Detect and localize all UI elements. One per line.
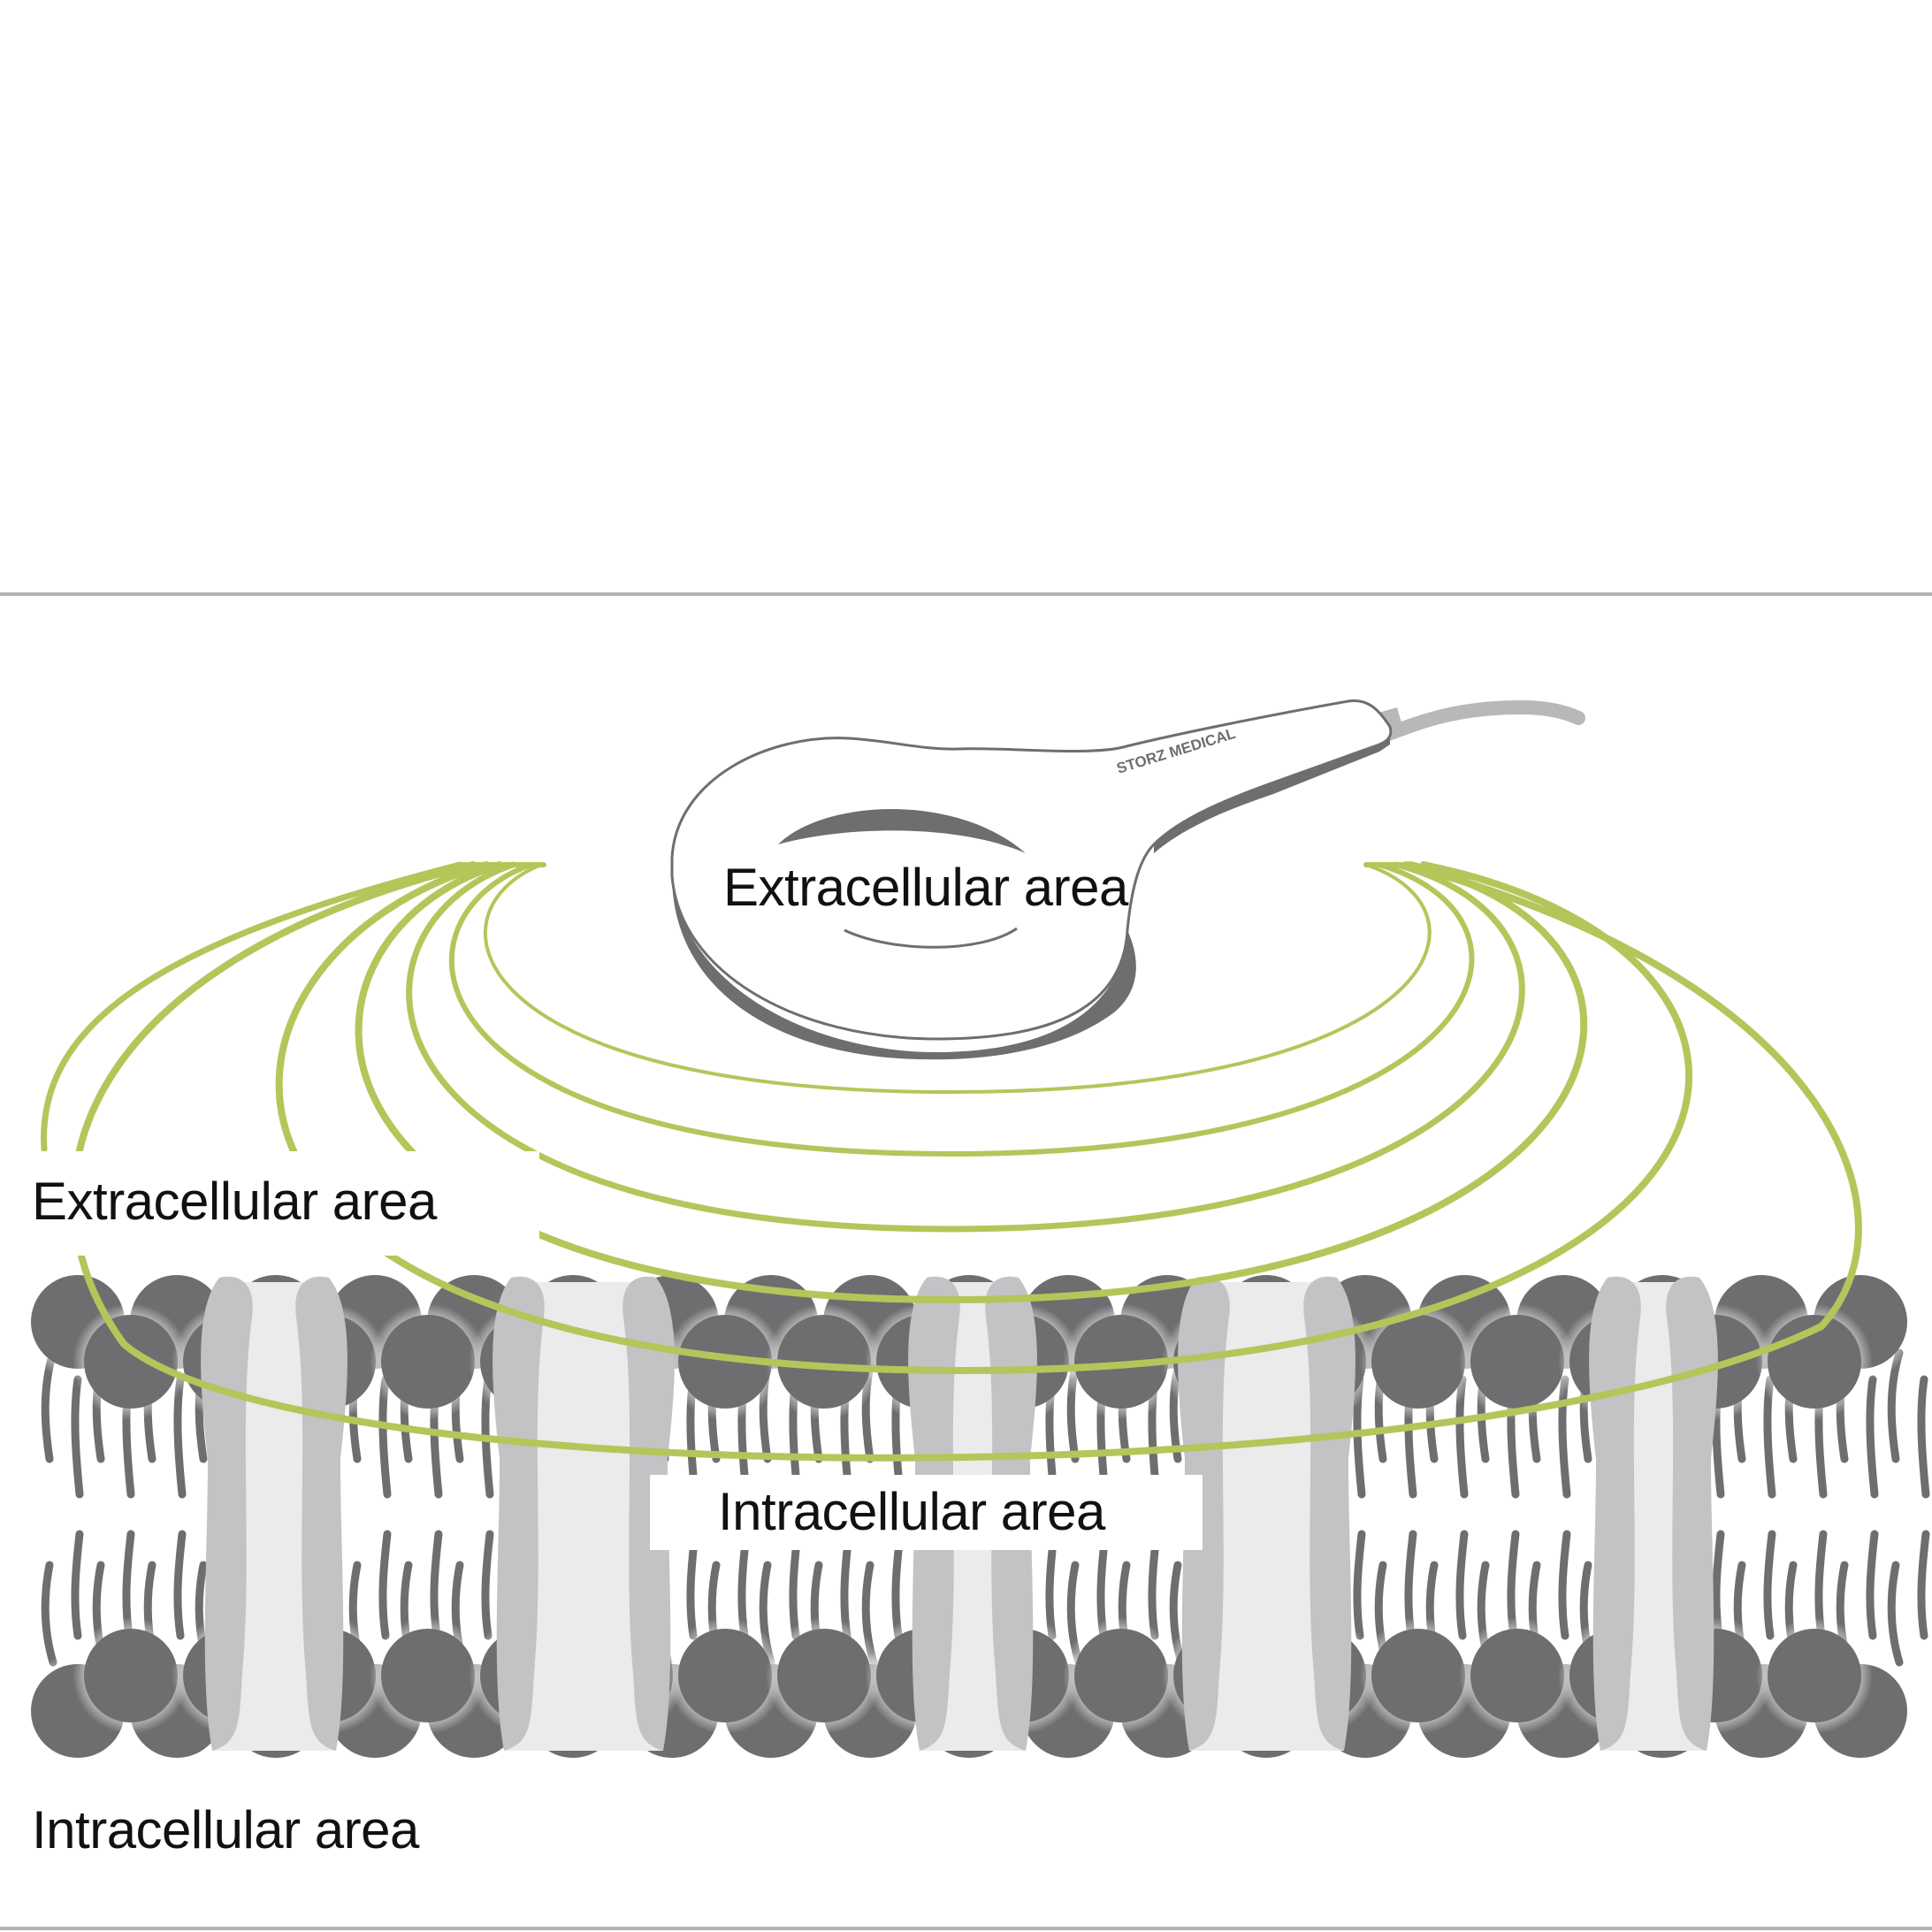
channel-wall-right: [1303, 1276, 1355, 1751]
lipid-tail: [1917, 1530, 1930, 1640]
label-knockout-center: [650, 1475, 1203, 1550]
wave-arc-2: [448, 862, 1475, 1157]
lipid-tail: [1455, 1530, 1469, 1640]
lipid-head: [1768, 1629, 1861, 1722]
lipid-tail: [1866, 1375, 1879, 1499]
channel-wall-left: [493, 1276, 545, 1751]
lipid-tail: [1558, 1530, 1571, 1640]
bottom-divider: [0, 1927, 1932, 1930]
channel-wall-right: [622, 1276, 675, 1751]
device-body: [670, 699, 1393, 1041]
device-coil-top: [778, 809, 1026, 853]
channel-wall-left: [1178, 1276, 1230, 1751]
device-cable: [1381, 699, 1585, 741]
lipid-head: [84, 1315, 178, 1409]
lipid-head: [1470, 1629, 1564, 1722]
lipid-head: [1371, 1315, 1465, 1409]
lipid-head: [84, 1629, 178, 1722]
lipid-head: [1074, 1629, 1168, 1722]
lipid-head: [777, 1315, 871, 1409]
channel-core: [1189, 1282, 1344, 1751]
lipid-tail: [378, 1530, 392, 1640]
lipid-tail: [1353, 1530, 1366, 1640]
device-extracellular-label: Extracellular area: [723, 858, 1128, 917]
device-coil-bottom: [844, 927, 1018, 949]
intracellular-label: Intracellular area: [32, 1800, 419, 1859]
lipid-tail: [173, 1375, 187, 1499]
channel-core: [504, 1282, 663, 1751]
lipid-head: [1470, 1315, 1564, 1409]
lipid-tail: [481, 1530, 494, 1640]
center-intracellular-label: Intracellular area: [718, 1482, 1105, 1541]
lipid-tail: [1887, 1561, 1904, 1667]
wave-arc-6: [70, 861, 1862, 1462]
wave-arc-7: [41, 861, 463, 1153]
lipid-head: [678, 1315, 772, 1409]
channel-wall-right: [1666, 1276, 1718, 1751]
lipid-tail: [173, 1530, 187, 1640]
lipid-tail: [1763, 1530, 1776, 1640]
wave-arc-5: [275, 861, 1692, 1375]
wave-arc-4: [355, 861, 1588, 1304]
top-divider: [0, 592, 1932, 596]
extracellular-label: Extracellular area: [32, 1172, 437, 1231]
lipid-head: [1371, 1629, 1465, 1722]
lipid-tail: [71, 1375, 84, 1499]
wave-arcs: [41, 861, 1862, 1462]
lipid-tail: [1917, 1375, 1930, 1499]
lipid-head: [777, 1629, 871, 1722]
device-handle-shadow: [1154, 736, 1390, 853]
lipid-head: [381, 1629, 475, 1722]
lipid-head: [381, 1315, 475, 1409]
wave-arc-3: [406, 861, 1525, 1233]
label-knockout-left: [9, 1151, 539, 1256]
lipid-tail: [1866, 1530, 1879, 1640]
wave-arc-1: [483, 863, 1432, 1095]
lipid-tail: [41, 1561, 57, 1667]
lipid-tail: [71, 1530, 84, 1640]
lipid-head: [678, 1629, 772, 1722]
channel-wall-right: [295, 1276, 347, 1751]
